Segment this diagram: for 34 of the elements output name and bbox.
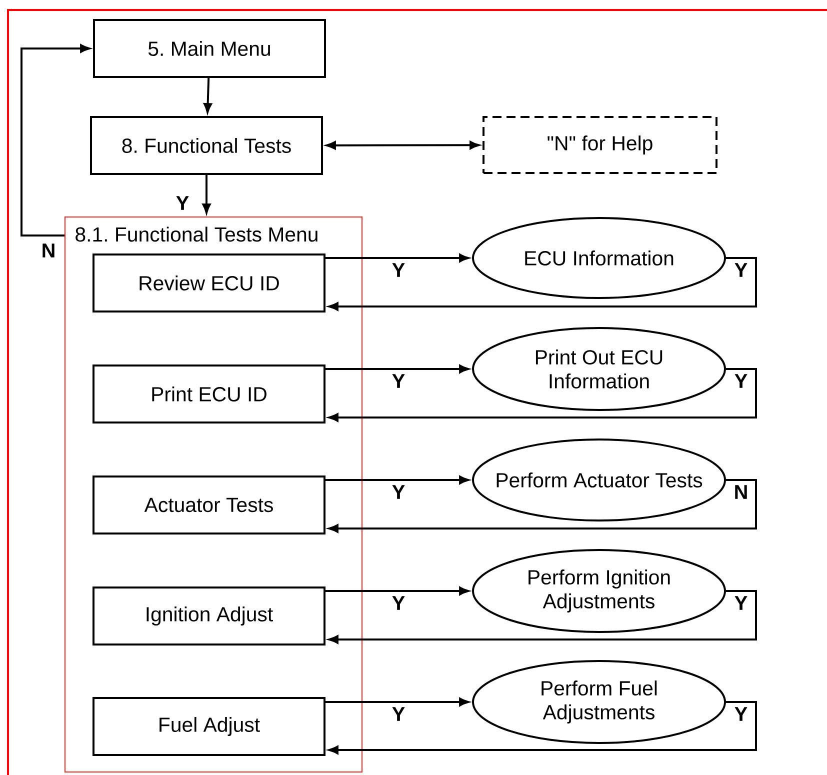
edge-label: Y — [733, 373, 749, 389]
arrow — [328, 479, 757, 533]
edge-label: Y — [390, 484, 406, 500]
process-box: 8. Functional Tests — [90, 116, 323, 175]
process-box: Review ECU ID — [92, 254, 326, 312]
arrow — [326, 476, 469, 484]
arrow — [328, 590, 757, 644]
process-box: Fuel Adjust — [92, 697, 326, 756]
edge-label: Y — [733, 595, 749, 611]
arrow — [204, 78, 212, 113]
process-box: Actuator Tests — [92, 476, 326, 534]
arrow — [328, 701, 757, 754]
arrow — [326, 254, 469, 262]
arrow — [328, 368, 757, 422]
arrow — [326, 698, 469, 706]
edge-label: Y — [733, 706, 749, 722]
edge-label: Y — [390, 706, 406, 722]
arrow — [328, 257, 757, 311]
arrow — [326, 586, 469, 596]
edge-label: Y — [390, 373, 406, 389]
process-box: Ignition Adjust — [92, 586, 326, 646]
arrow — [202, 175, 211, 214]
edge-label: N — [732, 484, 750, 500]
edge-label: Y — [390, 595, 406, 611]
edge-label: N — [40, 242, 57, 258]
edge-label: Y — [390, 262, 406, 278]
process-box: Print ECU ID — [92, 364, 326, 424]
arrow — [326, 140, 480, 150]
edge-label: Y — [733, 262, 749, 278]
arrow — [20, 44, 90, 236]
edge-label: Y — [174, 195, 190, 211]
help-box: "N" for Help — [482, 116, 718, 174]
arrow — [326, 364, 469, 374]
process-box: 5. Main Menu — [93, 19, 326, 78]
